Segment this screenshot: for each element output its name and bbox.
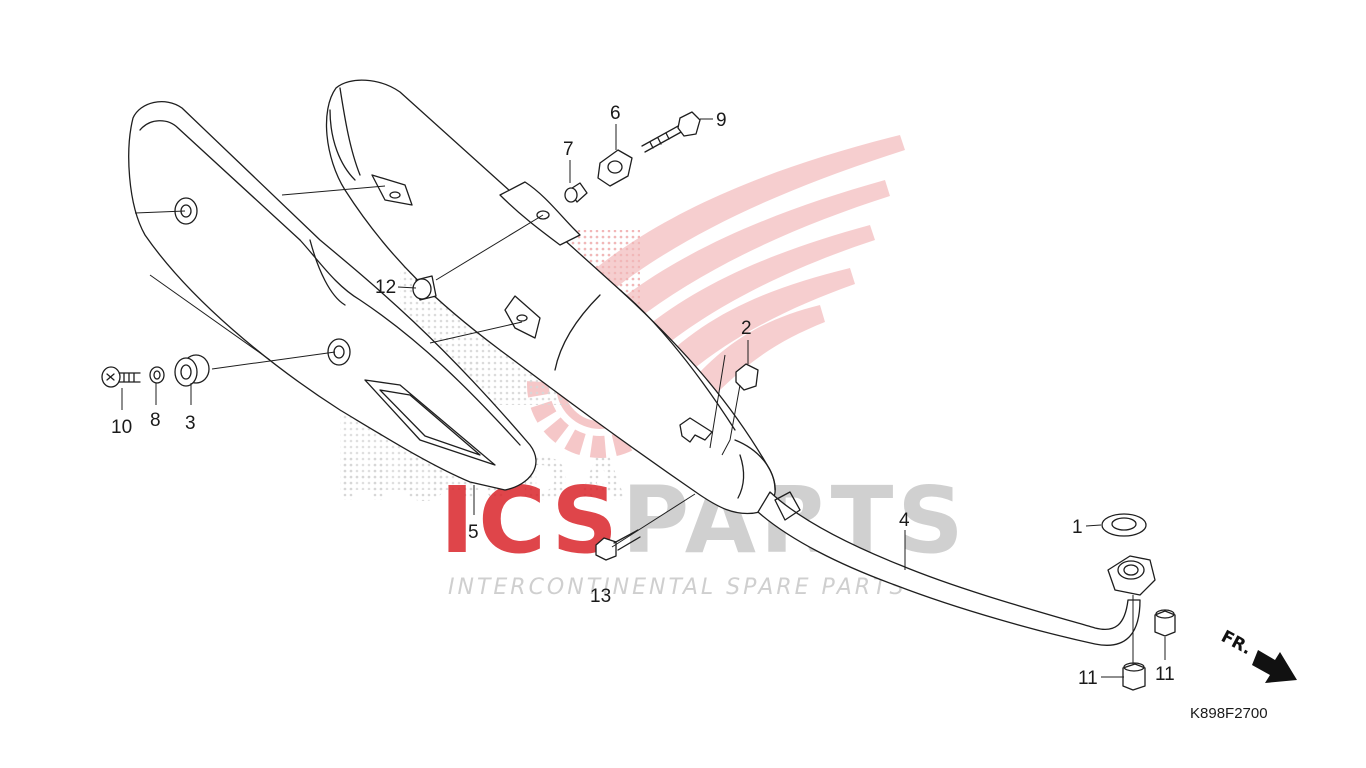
- leader-lines: [121, 118, 1166, 678]
- arrow-right-icon: [1252, 650, 1297, 683]
- callout-5: 5: [468, 522, 479, 543]
- direction-label: FR.: [1218, 627, 1255, 659]
- callout-2: 2: [741, 318, 752, 339]
- callout-3: 3: [185, 413, 196, 434]
- grommet-3: [174, 354, 210, 387]
- bolt-9: [641, 111, 701, 153]
- front-direction-indicator: FR.: [1218, 627, 1297, 683]
- callout-13: 13: [590, 586, 611, 607]
- callout-12: 12: [375, 277, 396, 298]
- collar-12: [412, 275, 437, 301]
- nut-11-right: [1154, 610, 1176, 637]
- gasket-1: [1101, 513, 1147, 537]
- muffler: [325, 79, 776, 515]
- callout-9: 9: [716, 110, 727, 131]
- clip-2: [735, 363, 759, 391]
- callouts: 1 2 3 4 5 6 7 8 9 10 11 11 12 13: [111, 103, 1175, 689]
- small-parts: [101, 111, 1176, 691]
- spacer-7: [564, 182, 588, 203]
- callout-11-right: 11: [1155, 664, 1175, 685]
- watermark-brand-prefix: ICS: [440, 467, 622, 574]
- diagram-code: K898F2700: [1190, 705, 1268, 722]
- callout-11-left: 11: [1078, 668, 1098, 689]
- wing-logo: [560, 135, 905, 395]
- nut-11-left: [1122, 663, 1146, 691]
- callout-1: 1: [1072, 517, 1083, 538]
- watermark-tagline: INTERCONTINENTAL SPARE PARTS: [448, 575, 906, 600]
- washer-8: [149, 366, 165, 384]
- screw-10: [101, 366, 141, 388]
- bolt-13: [595, 529, 641, 561]
- callout-8: 8: [150, 410, 161, 431]
- callout-7: 7: [563, 139, 574, 160]
- callout-6: 6: [610, 103, 621, 124]
- callout-4: 4: [899, 510, 910, 531]
- exhaust-pipe: [757, 491, 1156, 646]
- heat-shield: [128, 101, 537, 491]
- mount-6: [597, 149, 633, 187]
- callout-10: 10: [111, 417, 132, 438]
